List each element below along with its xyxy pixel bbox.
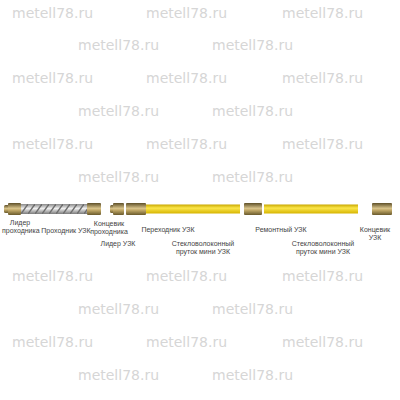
part-label: Стекловолоконный пруток мини УЗК [168, 240, 238, 256]
part-label: Ремонтный УЗК [254, 226, 308, 234]
adapter-uzk [126, 203, 146, 215]
part-label: Переходник УЗК [140, 226, 196, 234]
watermark: metell78.ru [146, 334, 227, 351]
passer-end [87, 203, 101, 215]
watermark: metell78.ru [12, 70, 93, 87]
watermark: metell78.ru [78, 103, 159, 120]
part-label: Проходник УЗК [40, 227, 92, 235]
watermark: metell78.ru [12, 334, 93, 351]
watermark: metell78.ru [146, 268, 227, 285]
watermark: metell78.ru [212, 169, 293, 186]
watermark: metell78.ru [282, 5, 363, 22]
part-label: Концевик проходника [88, 220, 130, 236]
watermark: metell78.ru [78, 301, 159, 318]
repair-coupling [244, 203, 262, 215]
watermark: metell78.ru [78, 37, 159, 54]
passer-cable [21, 204, 87, 214]
leader-uzk [110, 203, 124, 215]
watermark: metell78.ru [12, 5, 93, 22]
watermark: metell78.ru [282, 268, 363, 285]
watermark: metell78.ru [212, 301, 293, 318]
watermark: metell78.ru [78, 169, 159, 186]
watermark: metell78.ru [212, 367, 293, 384]
part-label: Стекловолоконный пруток мини УЗК [288, 240, 358, 256]
watermark: metell78.ru [146, 136, 227, 153]
watermark: metell78.ru [212, 37, 293, 54]
watermark: metell78.ru [282, 136, 363, 153]
fiberglass-rod [146, 205, 240, 214]
watermark: metell78.ru [146, 5, 227, 22]
fiberglass-rod [264, 205, 358, 214]
watermark: metell78.ru [282, 334, 363, 351]
part-label: Концевик УЗК [355, 226, 395, 242]
watermark: metell78.ru [12, 136, 93, 153]
part-label: Лидер проходника [2, 219, 38, 235]
watermark: metell78.ru [212, 103, 293, 120]
watermark: metell78.ru [78, 367, 159, 384]
watermark: metell78.ru [146, 70, 227, 87]
part-label: Лидер УЗК [98, 240, 138, 248]
watermark: metell78.ru [12, 268, 93, 285]
leader-passer [4, 203, 21, 215]
end-uzk [372, 203, 392, 215]
watermark: metell78.ru [282, 70, 363, 87]
